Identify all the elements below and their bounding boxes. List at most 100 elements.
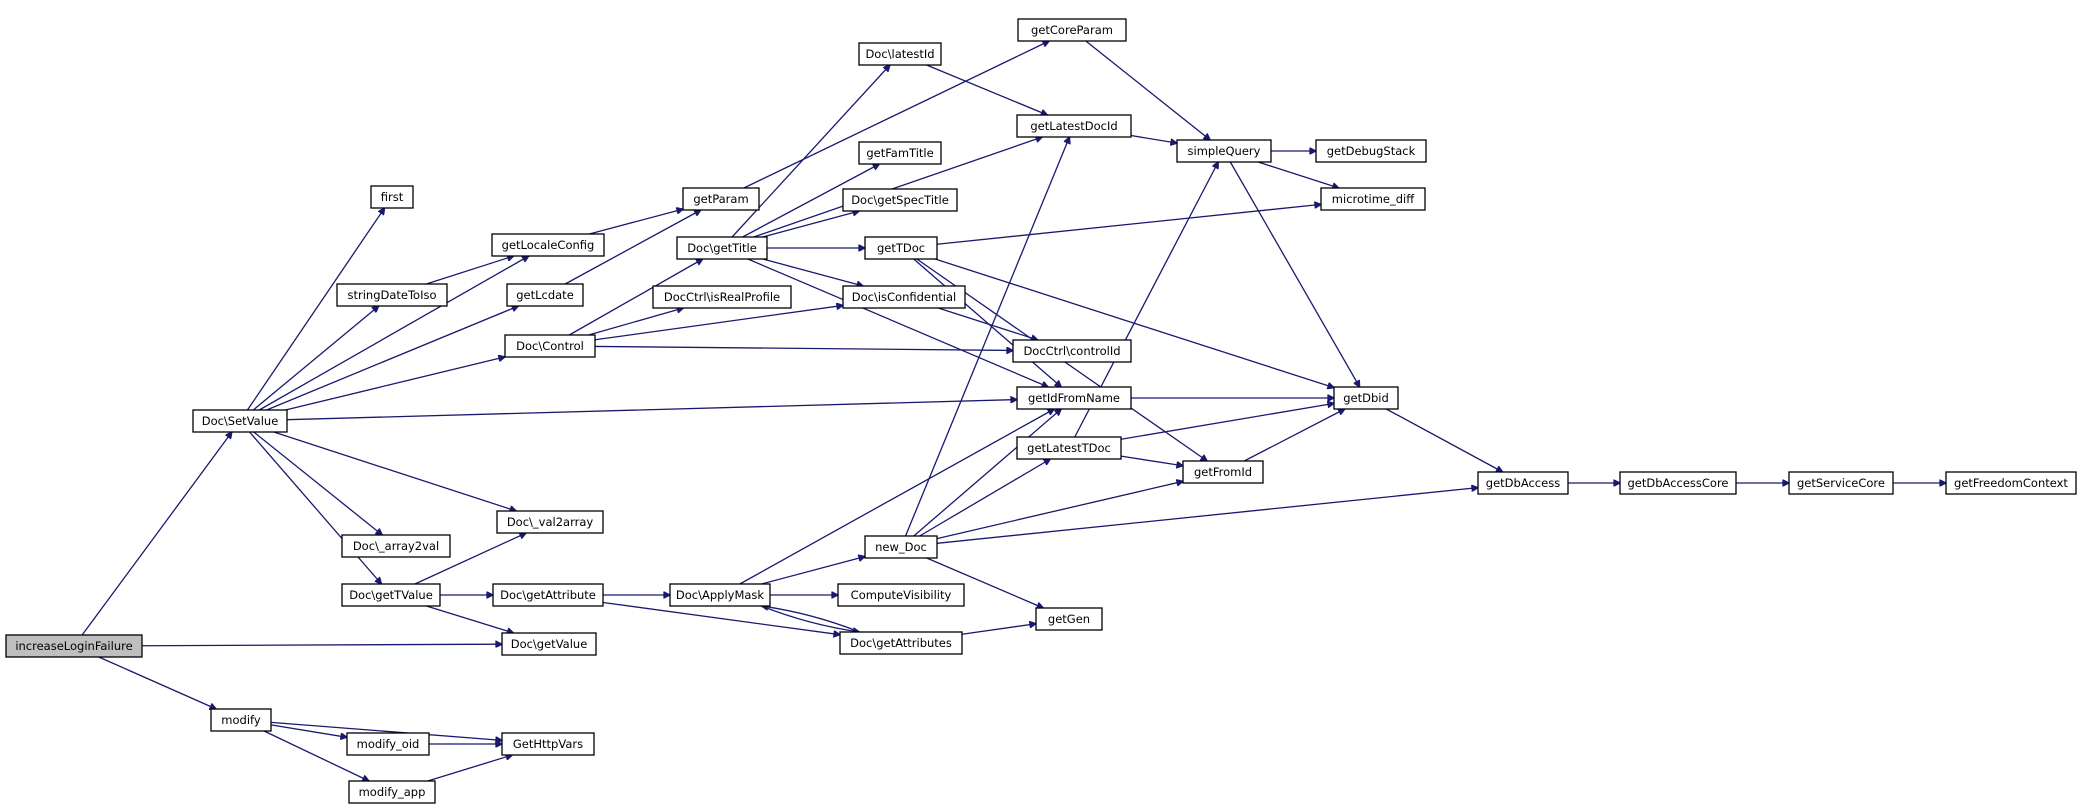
node-getAttributes[interactable]: Doc\getAttributes <box>839 631 963 655</box>
node-label: stringDateToIso <box>347 288 436 302</box>
node-increaseLoginFailure[interactable]: increaseLoginFailure <box>5 634 143 658</box>
node-getValue[interactable]: Doc\getValue <box>501 632 597 656</box>
edge-getTValue-to-val2array <box>414 533 526 585</box>
node-getTValue[interactable]: Doc\getTValue <box>341 583 441 607</box>
node-getLatestTDoc[interactable]: getLatestTDoc <box>1016 436 1122 460</box>
node-label: getFamTitle <box>866 146 933 160</box>
edge-SetValue-to-getLocaleConfig <box>258 256 529 411</box>
edge-SetValue-to-Control <box>285 357 505 411</box>
node-label: DocCtrl\isRealProfile <box>664 290 780 304</box>
node-microtime_diff[interactable]: microtime_diff <box>1320 187 1426 211</box>
node-getSpecTitle[interactable]: Doc\getSpecTitle <box>842 188 958 212</box>
node-isConfidential[interactable]: Doc\isConfidential <box>842 285 966 309</box>
node-GetHttpVars[interactable]: GetHttpVars <box>501 732 595 756</box>
edge-getTDoc-to-microtime_diff <box>936 204 1321 245</box>
node-label: getServiceCore <box>1797 476 1885 490</box>
node-box <box>1315 139 1427 163</box>
edge-getTitle-to-getIdFromName <box>747 258 1048 387</box>
node-getAttribute[interactable]: Doc\getAttribute <box>492 583 604 607</box>
edge-new_Doc-to-getFromId <box>936 481 1183 540</box>
node-label: getParam <box>693 192 748 206</box>
node-getCoreParam[interactable]: getCoreParam <box>1017 18 1127 42</box>
node-getTDoc[interactable]: getTDoc <box>864 236 938 260</box>
edge-Control-to-controlId <box>594 345 1013 350</box>
node-first[interactable]: first <box>370 185 414 209</box>
node-getDbAccess[interactable]: getDbAccess <box>1477 471 1569 495</box>
node-box <box>1788 471 1894 495</box>
edge-getLcdate-to-getParam <box>564 210 701 285</box>
node-box <box>1333 386 1399 410</box>
node-getLcdate[interactable]: getLcdate <box>506 283 584 307</box>
node-box <box>669 583 771 607</box>
node-label: Doc\SetValue <box>202 414 279 428</box>
node-box <box>348 780 436 804</box>
node-array2val[interactable]: Doc\_array2val <box>341 534 451 558</box>
node-box <box>1035 607 1103 631</box>
node-getIdFromName[interactable]: getIdFromName <box>1016 386 1132 410</box>
node-isRealProfile[interactable]: DocCtrl\isRealProfile <box>652 285 792 309</box>
node-label: Doc\getTValue <box>349 588 433 602</box>
node-label: ComputeVisibility <box>851 588 952 602</box>
edge-getTValue-to-getValue <box>426 605 513 633</box>
node-stringDateToIso[interactable]: stringDateToIso <box>336 283 448 307</box>
node-getDbAccessCore[interactable]: getDbAccessCore <box>1619 471 1737 495</box>
node-getServiceCore[interactable]: getServiceCore <box>1788 471 1894 495</box>
edge-getAttribute-to-getAttributes <box>602 601 840 634</box>
edge-getTitle-to-isConfidential <box>762 258 863 286</box>
node-label: new_Doc <box>875 540 927 554</box>
node-box <box>652 285 792 309</box>
edge-ApplyMask-to-getAttributes <box>761 605 859 632</box>
node-label: Doc\ApplyMask <box>676 588 765 602</box>
edge-SetValue-to-getLcdate <box>266 306 519 411</box>
node-getFromId[interactable]: getFromId <box>1182 460 1264 484</box>
node-label: modify_oid <box>357 737 420 751</box>
node-getLatestDocId[interactable]: getLatestDocId <box>1016 114 1132 138</box>
node-getGen[interactable]: getGen <box>1035 607 1103 631</box>
node-getDbid[interactable]: getDbid <box>1333 386 1399 410</box>
node-label: increaseLoginFailure <box>15 639 132 653</box>
edge-Control-to-isConfidential <box>594 305 843 341</box>
node-getFreedomContext[interactable]: getFreedomContext <box>1945 471 2077 495</box>
edge-new_Doc-to-getIdFromName <box>913 409 1061 537</box>
node-label: getDbAccess <box>1486 476 1560 490</box>
node-modify_oid[interactable]: modify_oid <box>346 732 430 756</box>
node-modify_app[interactable]: modify_app <box>348 780 436 804</box>
node-label: Doc\getAttributes <box>850 636 952 650</box>
node-box <box>864 535 938 559</box>
node-controlId[interactable]: DocCtrl\controlId <box>1012 339 1132 363</box>
node-getTitle[interactable]: Doc\getTitle <box>676 236 768 260</box>
node-latestId[interactable]: Doc\latestId <box>858 42 942 66</box>
node-val2array[interactable]: Doc\_val2array <box>496 510 604 534</box>
node-label: microtime_diff <box>1332 192 1415 206</box>
node-ComputeVisibility[interactable]: ComputeVisibility <box>837 583 965 607</box>
node-getFamTitle[interactable]: getFamTitle <box>858 141 942 165</box>
node-ApplyMask[interactable]: Doc\ApplyMask <box>669 583 771 607</box>
node-box <box>676 236 768 260</box>
edge-modify_app-to-GetHttpVars <box>427 755 513 782</box>
edge-SetValue-to-getTValue <box>249 431 382 584</box>
edge-ApplyMask-to-getIdFromName <box>739 409 1054 585</box>
node-SetValue[interactable]: Doc\SetValue <box>192 409 288 433</box>
node-box <box>496 510 604 534</box>
node-label: getCoreParam <box>1031 23 1113 37</box>
node-box <box>1176 139 1272 163</box>
node-box <box>1619 471 1737 495</box>
node-Control[interactable]: Doc\Control <box>504 334 596 358</box>
node-box <box>1016 114 1132 138</box>
edge-getLatestTDoc-to-getFromId <box>1120 455 1183 466</box>
edge-SetValue-to-getIdFromName <box>286 400 1017 421</box>
edge-getParam-to-getCoreParam <box>743 41 1049 189</box>
node-getParam[interactable]: getParam <box>682 187 760 211</box>
edge-SetValue-to-first <box>246 208 384 411</box>
node-getDebugStack[interactable]: getDebugStack <box>1315 139 1427 163</box>
node-simpleQuery[interactable]: simpleQuery <box>1176 139 1272 163</box>
node-modify[interactable]: modify <box>210 708 272 732</box>
node-box <box>858 141 942 165</box>
node-box <box>842 188 958 212</box>
edge-simpleQuery-to-getDbid <box>1229 161 1359 387</box>
node-new_Doc[interactable]: new_Doc <box>864 535 938 559</box>
node-box <box>506 283 584 307</box>
node-label: getLatestTDoc <box>1027 441 1111 455</box>
edge-new_Doc-to-getGen <box>926 557 1044 608</box>
node-getLocaleConfig[interactable]: getLocaleConfig <box>491 233 605 257</box>
